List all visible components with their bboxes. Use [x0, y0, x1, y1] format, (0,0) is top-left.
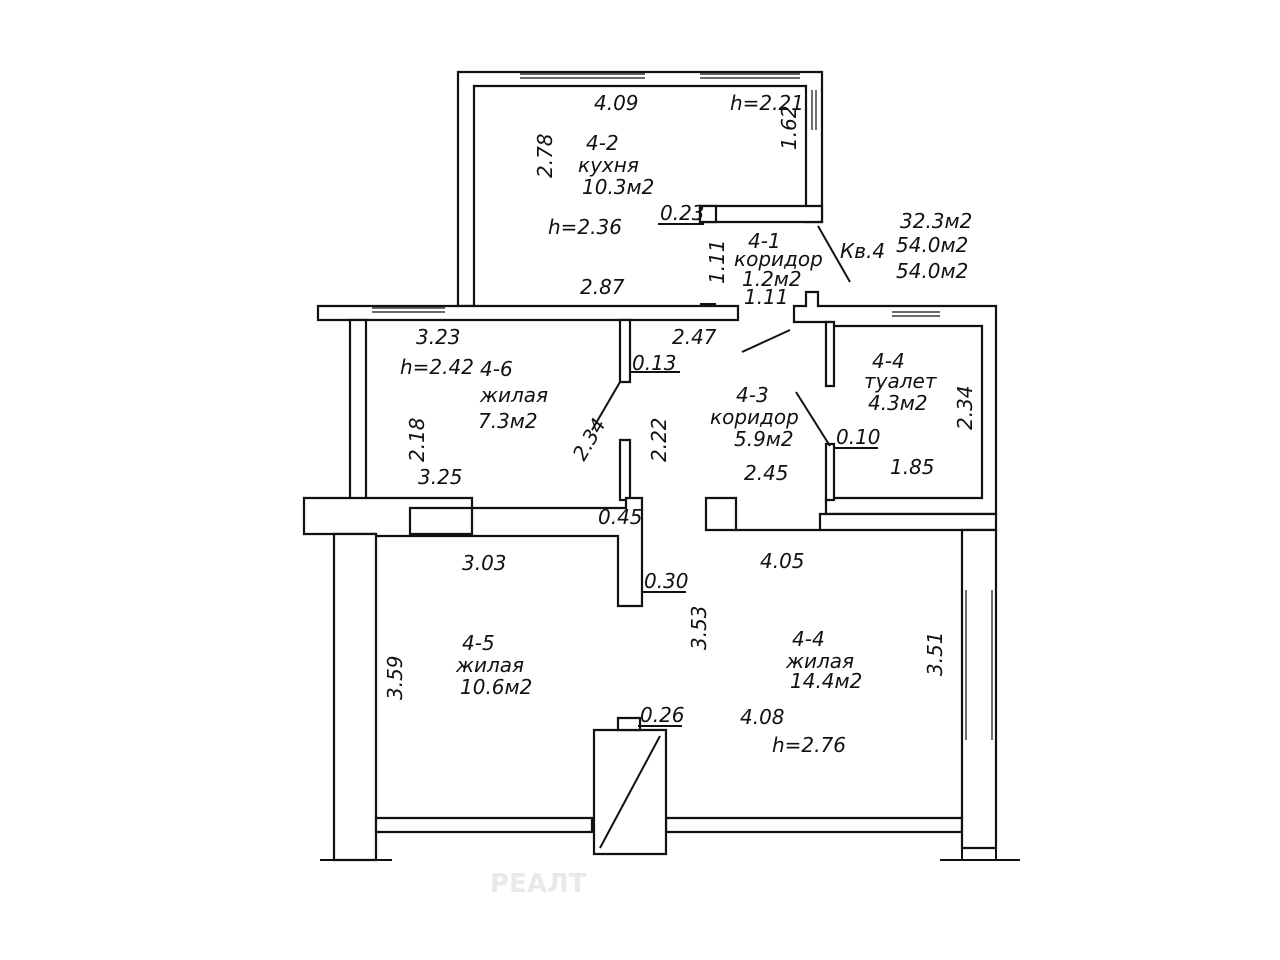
room-name-kitchen: кухня — [578, 153, 639, 177]
room-id-bedroom5: 4-5 — [462, 631, 495, 655]
dim-bedroom4-h: h=2.76 — [772, 733, 846, 757]
room-area-corridor3: 5.9м2 — [734, 427, 794, 451]
room-area-bedroom6: 7.3м2 — [478, 409, 538, 433]
dim-bedroom6-right: 2.34 — [568, 414, 611, 465]
dim-corridor1-vertical: 1.11 — [705, 239, 729, 284]
toilet-walls — [741, 290, 998, 516]
dim-wall-030: 0.30 — [644, 569, 689, 593]
dim-bedroom6-h: h=2.42 — [400, 355, 474, 379]
dim-toilet-right: 2.34 — [953, 385, 977, 430]
dim-kitchen-step: 0.23 — [660, 201, 705, 225]
dim-bedroom6-bottom: 3.25 — [418, 465, 463, 489]
apartment-number: Кв.4 — [840, 239, 885, 263]
watermark: РЕАЛТ — [490, 869, 587, 899]
living-walls — [320, 306, 1020, 862]
dim-kitchen-right: 1.62 — [777, 105, 801, 150]
dim-kitchen-h: h=2.36 — [548, 215, 622, 239]
room-area-corridor1: 1.2м2 — [742, 267, 802, 291]
room-id-corridor1: 4-1 — [748, 229, 781, 253]
upper-slab — [316, 303, 740, 322]
dim-bedroom6-top: 3.23 — [416, 325, 461, 349]
dim-kitchen-h-top: h=2.21 — [730, 91, 804, 115]
dim-toilet-partition: 0.10 — [836, 425, 881, 449]
room-area-toilet: 4.3м2 — [868, 391, 928, 415]
dim-toilet-bottom: 1.85 — [890, 455, 935, 479]
door-swing — [817, 225, 851, 283]
room-name-bedroom4: жилая — [785, 649, 854, 673]
area-living: 32.3м2 — [900, 209, 972, 233]
dim-corridor3-left: 2.22 — [647, 417, 671, 462]
dim-corridor1-bottom: 1.11 — [744, 285, 789, 309]
dim-kitchen-top: 4.09 — [594, 91, 639, 115]
room-id-bedroom6: 4-6 — [480, 357, 513, 381]
room-name-corridor1: коридор — [734, 247, 823, 271]
dim-kitchen-left: 2.78 — [533, 133, 557, 178]
room-id-bedroom4: 4-4 — [792, 627, 825, 651]
area-total: 54.0м2 — [896, 233, 968, 257]
dim-corridor3-bottom: 2.45 — [744, 461, 789, 485]
room-name-bedroom6: жилая — [479, 383, 548, 407]
room-id-kitchen: 4-2 — [586, 131, 619, 155]
dim-bedroom4-top: 4.05 — [760, 549, 805, 573]
vent-shaft — [592, 716, 668, 856]
dim-bedroom5-left: 3.59 — [383, 655, 407, 700]
room-area-bedroom4: 14.4м2 — [790, 669, 862, 693]
dim-bedroom4-bottom: 4.08 — [740, 705, 785, 729]
area-total-2: 54.0м2 — [896, 259, 968, 283]
room-name-corridor3: коридор — [710, 405, 799, 429]
dim-wall-045: 0.45 — [598, 505, 643, 529]
dim-bedroom5-top: 3.03 — [462, 551, 507, 575]
dim-bedroom6-left: 2.18 — [405, 417, 429, 462]
room-area-kitchen: 10.3м2 — [582, 175, 654, 199]
room-id-toilet: 4-4 — [872, 349, 905, 373]
dim-kitchen-bottom: 2.87 — [580, 275, 625, 299]
dim-bedroom4-right: 3.51 — [923, 631, 947, 676]
room-name-bedroom5: жилая — [455, 653, 524, 677]
room-id-corridor3: 4-3 — [736, 383, 769, 407]
room-area-bedroom5: 10.6м2 — [460, 675, 532, 699]
dim-corridor3-top: 2.47 — [672, 325, 717, 349]
dim-shaft: 0.26 — [640, 703, 685, 727]
dim-middle: 3.53 — [687, 605, 711, 650]
room-name-toilet: туалет — [864, 369, 938, 393]
